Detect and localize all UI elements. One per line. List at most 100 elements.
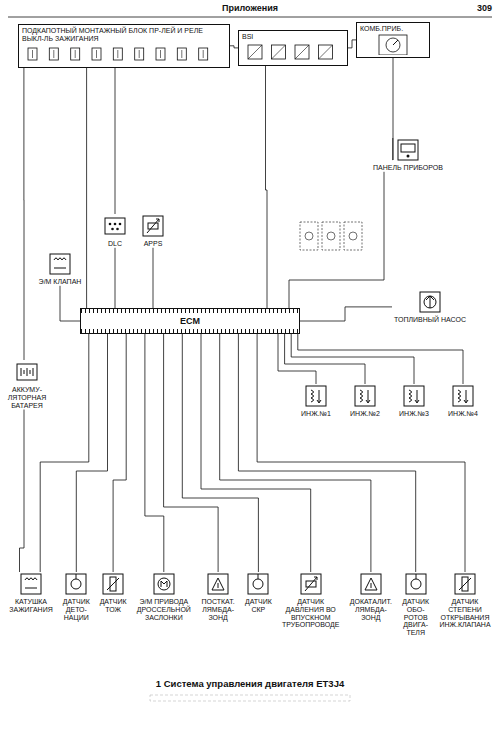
map-sensor: ДАТЧИК ДАВЛЕНИЯ ВО ВПУСКНОМ ТРУБОПРОВОДЕ (281, 572, 341, 629)
knock-sensor: ДАТЧИК ДЕТО- НАЦИИ (62, 572, 91, 621)
relay-group (300, 222, 362, 250)
wire (238, 334, 415, 572)
injector-symbol-icon (304, 384, 328, 408)
throttle-motor: Э/М ПРИВОДА ДРОССЕЛЬНОЙ ЗАСЛОНКИ (135, 572, 192, 621)
node-label: ТОПЛИВНЫЙ НАСОС (392, 316, 468, 324)
wire (257, 334, 465, 572)
battery-symbol: АККУМУ- ЛЯТОРНАЯ БАТАРЕЯ (4, 360, 50, 409)
injector-symbol: ИНЖ.№1 (296, 384, 336, 418)
page-number: 309 (446, 3, 492, 13)
node-label: DLC (100, 240, 130, 248)
valve-symbol-icon (48, 252, 72, 276)
node-label: ДОКАТАЛИТ. ЛЯМБДА- ЗОНД (348, 598, 393, 621)
wire (40, 334, 89, 572)
lambda-sensor-icon (206, 572, 230, 596)
battery-symbol-icon (15, 360, 39, 384)
speed-sensor-icon (404, 572, 428, 596)
node-label: ДАТЧИК ОБО- РОТОВ ДВИГА- ТЕЛЯ (401, 598, 430, 637)
caption-underlay (150, 695, 350, 701)
cluster-box: КОМБ.ПРИБ. (356, 22, 430, 58)
wire (76, 334, 107, 572)
wire (145, 334, 164, 572)
position-sensor: ДАТЧИК СТЕПЕНИ ОТКРЫВАНИЯ ИНЖ.КЛАПАНА (438, 572, 492, 629)
map-sensor-icon (299, 572, 323, 596)
pump-symbol-icon (418, 290, 442, 314)
wire (86, 68, 87, 308)
relay-fuse-box: ПОДКАПОТНЫЙ МОНТАЖНЫЙ БЛОК ПР-ЛЕЙ И РЕЛЕ… (18, 24, 230, 68)
node-label: ПОДКАПОТНЫЙ МОНТАЖНЫЙ БЛОК ПР-ЛЕЙ И РЕЛЕ… (22, 27, 226, 43)
pump-symbol: ТОПЛИВНЫЙ НАСОС (392, 290, 468, 324)
wire (115, 68, 116, 214)
node-label: АККУМУ- ЛЯТОРНАЯ БАТАРЕЯ (4, 386, 50, 409)
node-label: ДАТЧИК СТЕПЕНИ ОТКРЫВАНИЯ ИНЖ.КЛАПАНА (438, 598, 492, 629)
block-internals (360, 33, 426, 55)
ignition-coil-icon (19, 572, 43, 596)
node-label: ДАТЧИК ТОЖ (99, 598, 128, 614)
wire (164, 334, 219, 572)
lambda-sensor-icon (359, 572, 383, 596)
figure-caption: 1 Система управления двигателя ET3J4 (0, 678, 500, 689)
panel-symbol: ПАНЕЛЬ ПРИБОРОВ (368, 138, 448, 172)
wire (298, 334, 463, 384)
wire (182, 334, 258, 572)
injector-symbol-icon (353, 384, 377, 408)
wire (285, 334, 365, 384)
node-label: BSI (242, 33, 344, 41)
wire (20, 410, 25, 573)
wire (115, 248, 116, 308)
wire (300, 307, 392, 321)
wire (348, 40, 356, 48)
node-label: ИНЖ.№4 (443, 410, 483, 418)
wire (60, 286, 80, 321)
node-label: ИНЖ.№1 (296, 410, 336, 418)
lambda-sensor: ПОСТКАТ. ЛЯМБДА- ЗОНД (200, 572, 236, 621)
injector-symbol-icon (451, 384, 475, 408)
wire (291, 334, 414, 384)
page-section: Приложения (0, 3, 500, 13)
apps-sensor: APPS (136, 214, 170, 248)
dlc-connector-icon (103, 214, 127, 238)
wire (220, 334, 371, 572)
node-label: ИНЖ.№3 (394, 410, 434, 418)
valve-symbol: Э/М КЛАПАН (38, 252, 82, 286)
temp-sensor-icon (101, 572, 125, 596)
ecm-box: ECM (80, 308, 300, 334)
injector-symbol: ИНЖ.№2 (345, 384, 385, 418)
crank-sensor-icon (246, 572, 270, 596)
node-label: ДАТЧИК ДЕТО- НАЦИИ (62, 598, 91, 621)
ignition-coil: КАТУШКА ЗАЖИГАНИЯ (8, 572, 54, 614)
crank-sensor: ДАТЧИК СКР (244, 572, 273, 614)
block-internals (242, 41, 344, 63)
injector-symbol: ИНЖ.№3 (394, 384, 434, 418)
injector-symbol-icon (402, 384, 426, 408)
wire (289, 172, 384, 308)
node-label: APPS (136, 240, 170, 248)
wire (201, 334, 311, 572)
node-label: ДАТЧИК ДАВЛЕНИЯ ВО ВПУСКНОМ ТРУБОПРОВОДЕ (281, 598, 341, 629)
wire (23, 68, 24, 360)
node-label: ПАНЕЛЬ ПРИБОРОВ (368, 164, 448, 172)
throttle-motor-icon (152, 572, 176, 596)
node-label: КОМБ.ПРИБ. (360, 25, 426, 33)
node-label: Э/М ПРИВОДА ДРОССЕЛЬНОЙ ЗАСЛОНКИ (135, 598, 192, 621)
node-label: ECM (81, 309, 299, 333)
relay-coils (305, 232, 357, 240)
apps-sensor-icon (141, 214, 165, 238)
wire (153, 248, 154, 308)
lambda-sensor: ДОКАТАЛИТ. ЛЯМБДА- ЗОНД (348, 572, 393, 621)
block-internals (22, 43, 226, 65)
node-label: ИНЖ.№2 (345, 410, 385, 418)
wire (230, 46, 238, 48)
wire (266, 66, 268, 308)
wire (113, 334, 126, 572)
dlc-connector: DLC (100, 214, 130, 248)
speed-sensor: ДАТЧИК ОБО- РОТОВ ДВИГА- ТЕЛЯ (401, 572, 430, 637)
temp-sensor: ДАТЧИК ТОЖ (99, 572, 128, 614)
node-label: КАТУШКА ЗАЖИГАНИЯ (8, 598, 54, 614)
node-label: ДАТЧИК СКР (244, 598, 273, 614)
knock-sensor-icon (64, 572, 88, 596)
injector-symbol: ИНЖ.№4 (443, 384, 483, 418)
